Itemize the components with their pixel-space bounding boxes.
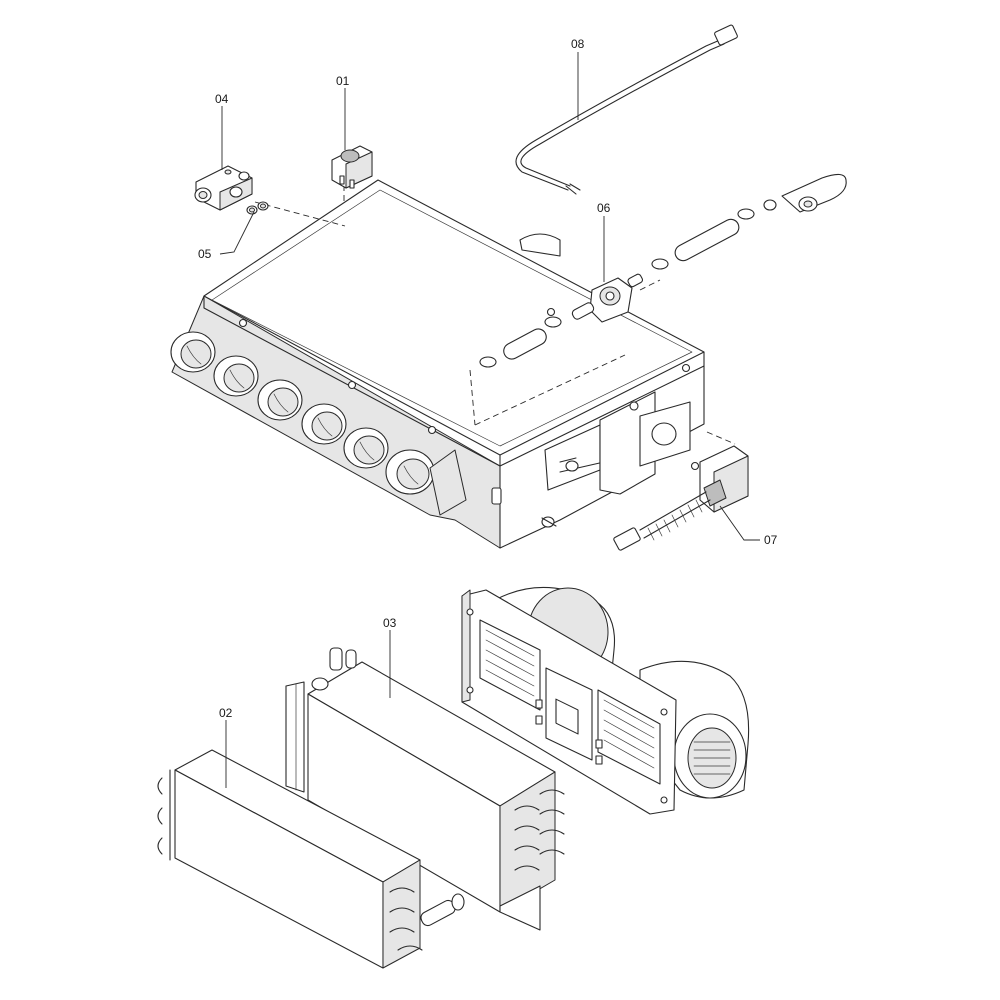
assembly-lines	[254, 185, 736, 445]
callout-06: 06	[597, 201, 611, 215]
part-05-o-rings	[246, 201, 269, 215]
part-01-actuator	[331, 145, 373, 189]
main-housing	[170, 179, 705, 549]
blower-assembly	[461, 586, 750, 815]
part-03-evaporator-coil	[285, 647, 565, 931]
callout-01: 01	[336, 74, 350, 88]
air-outlet-ports	[170, 331, 435, 495]
part-02-heater-core	[157, 749, 465, 969]
callout-02: 02	[219, 706, 233, 720]
callout-08: 08	[571, 37, 585, 51]
part-08-sensor-cable	[515, 24, 738, 195]
part-06-water-valve	[479, 173, 847, 368]
callout-04: 04	[215, 92, 229, 106]
callout-leaders	[219, 52, 760, 788]
callout-07: 07	[764, 533, 778, 547]
callout-05: 05	[198, 247, 212, 261]
callout-labels: 01 04 05 06 08 07 03 02	[198, 37, 778, 720]
part-04-expansion-valve	[194, 165, 253, 211]
callout-03: 03	[383, 616, 397, 630]
part-07-blower-resistor	[613, 445, 749, 551]
